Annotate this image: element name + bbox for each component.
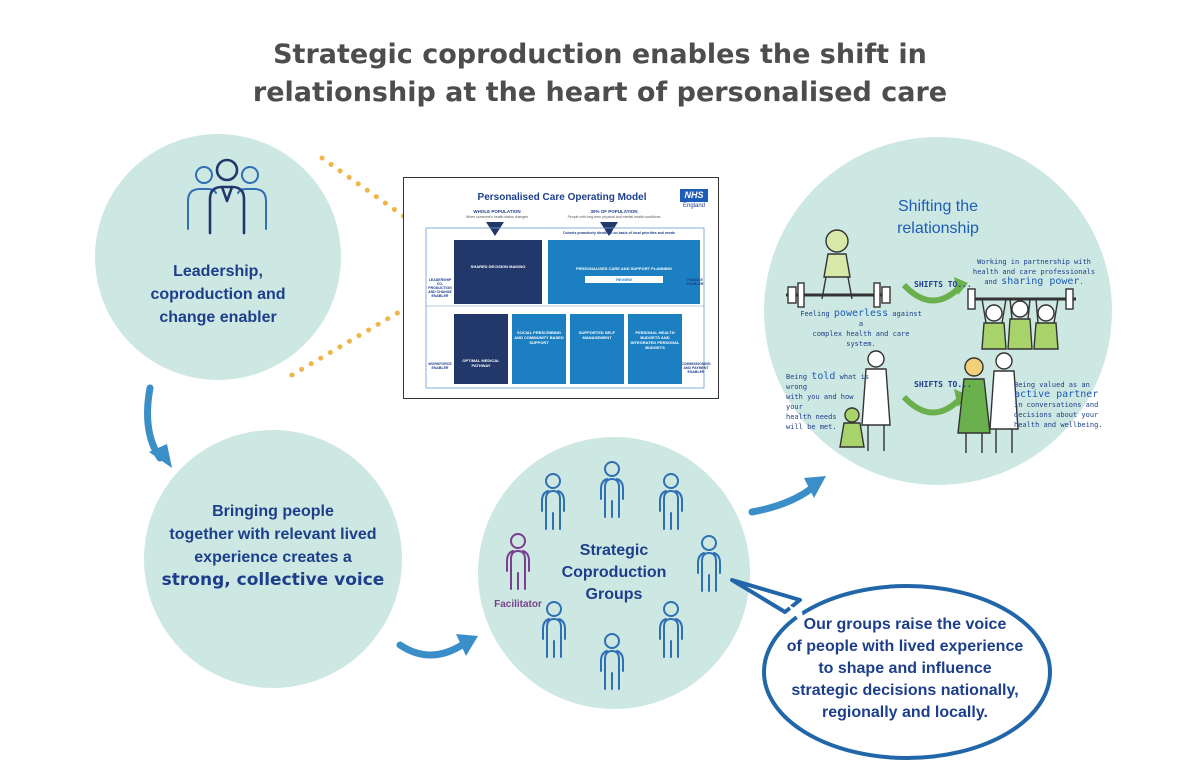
arrow-head-3	[804, 476, 826, 498]
facilitator-icon	[506, 533, 530, 590]
shared-decision-box: SHARED DECISION MAKING	[454, 240, 542, 304]
optimal-medical-box: OPTIMAL MEDICAL PATHWAY	[454, 314, 508, 384]
thirty-percent-label: 30% OF POPULATION	[590, 209, 638, 214]
shifting-title: Shifting the relationship	[897, 198, 979, 237]
arrow-head-2	[456, 634, 478, 656]
person-icon	[600, 461, 624, 518]
arrow-head-1	[149, 444, 172, 468]
shift-arrow-bottom	[901, 394, 963, 416]
care-planning-box: PERSONALISED CARE AND SUPPORT PLANNING R…	[548, 240, 700, 304]
cohorts-label: Cohorts proactively identified on basis …	[562, 231, 676, 235]
arrow-groups-to-shifting	[748, 484, 816, 516]
active-partner-figures	[957, 352, 1019, 453]
powerless-figure	[786, 229, 891, 308]
leadership-enabler-label: LEADERSHIP CO-PRODUCTION AND CHANGE ENAB…	[428, 278, 452, 298]
person-icon	[659, 601, 683, 658]
bubble-text: Our groups raise the voice of people wit…	[786, 616, 1024, 721]
bringing-circle	[144, 430, 402, 688]
groups-text: Strategic Coproduction Groups	[561, 542, 667, 603]
partnership-text: Working in partnership with health and c…	[972, 258, 1096, 287]
shift-label-top: SHIFTS TO...	[914, 280, 972, 289]
workforce-enabler-label: WORKFORCE ENABLER	[428, 362, 452, 370]
facilitator-label: Facilitator	[494, 599, 542, 610]
finance-enabler-label: FINANCE ENABLER	[686, 278, 704, 286]
powerless-text: Feeling powerless against a complex heal…	[800, 308, 922, 349]
people-group-icon	[187, 158, 267, 235]
page-title: Strategic coproduction enables the shift…	[0, 36, 1200, 112]
model-title: Personalised Care Operating Model	[477, 192, 647, 203]
shift-label-bottom: SHIFTS TO...	[914, 380, 972, 389]
person-icon	[697, 535, 721, 592]
person-icon	[542, 601, 566, 658]
nhs-england-label: England	[682, 203, 706, 209]
speech-bubble-tail	[730, 578, 802, 614]
shift-arrow-top	[901, 282, 963, 304]
told-text: Being told what is wrong with you and ho…	[786, 371, 870, 432]
title-line-2: relationship at the heart of personalise…	[252, 77, 948, 108]
arrow-leadership-to-bringing	[144, 384, 164, 462]
bringing-text: Bringing people together with relevant l…	[161, 503, 385, 590]
partnership-figures	[967, 288, 1076, 350]
supported-self-box: SUPPORTED SELF MANAGEMENT	[570, 314, 624, 384]
speech-bubble	[762, 584, 1052, 760]
doctor-patient-figures	[839, 350, 891, 451]
social-prescribing-box: SOCIAL PRESCRIBING AND COMMUNITY BASED S…	[512, 314, 566, 384]
person-icon	[659, 473, 683, 530]
shifting-illustrations	[786, 229, 1076, 453]
title-line-1: Strategic coproduction enables the shift…	[273, 39, 927, 70]
arrow-bringing-to-groups	[396, 641, 466, 659]
thirty-percent-sub: People with long term physical and menta…	[567, 215, 661, 219]
groups-circle	[478, 437, 750, 709]
commissioning-enabler-label: COMMISSIONING AND PAYMENT ENABLER	[681, 362, 711, 374]
active-partner-text: Being valued as an active partner in con…	[1014, 381, 1103, 429]
personal-budgets-box: PERSONAL HEALTH BUDGETS AND INTEGRATED P…	[628, 314, 682, 384]
nhs-logo: NHS	[680, 189, 708, 202]
leadership-text: Leadership, coproduction and change enab…	[150, 263, 286, 326]
person-icon	[600, 633, 624, 690]
whole-population-label: WHOLE POPULATION	[473, 209, 521, 214]
person-icon	[541, 473, 565, 530]
model-shapes	[425, 222, 705, 389]
whole-population-sub: When someone's health status changes	[466, 215, 528, 219]
operating-model-image: Personalised Care Operating Model NHS En…	[403, 177, 719, 399]
